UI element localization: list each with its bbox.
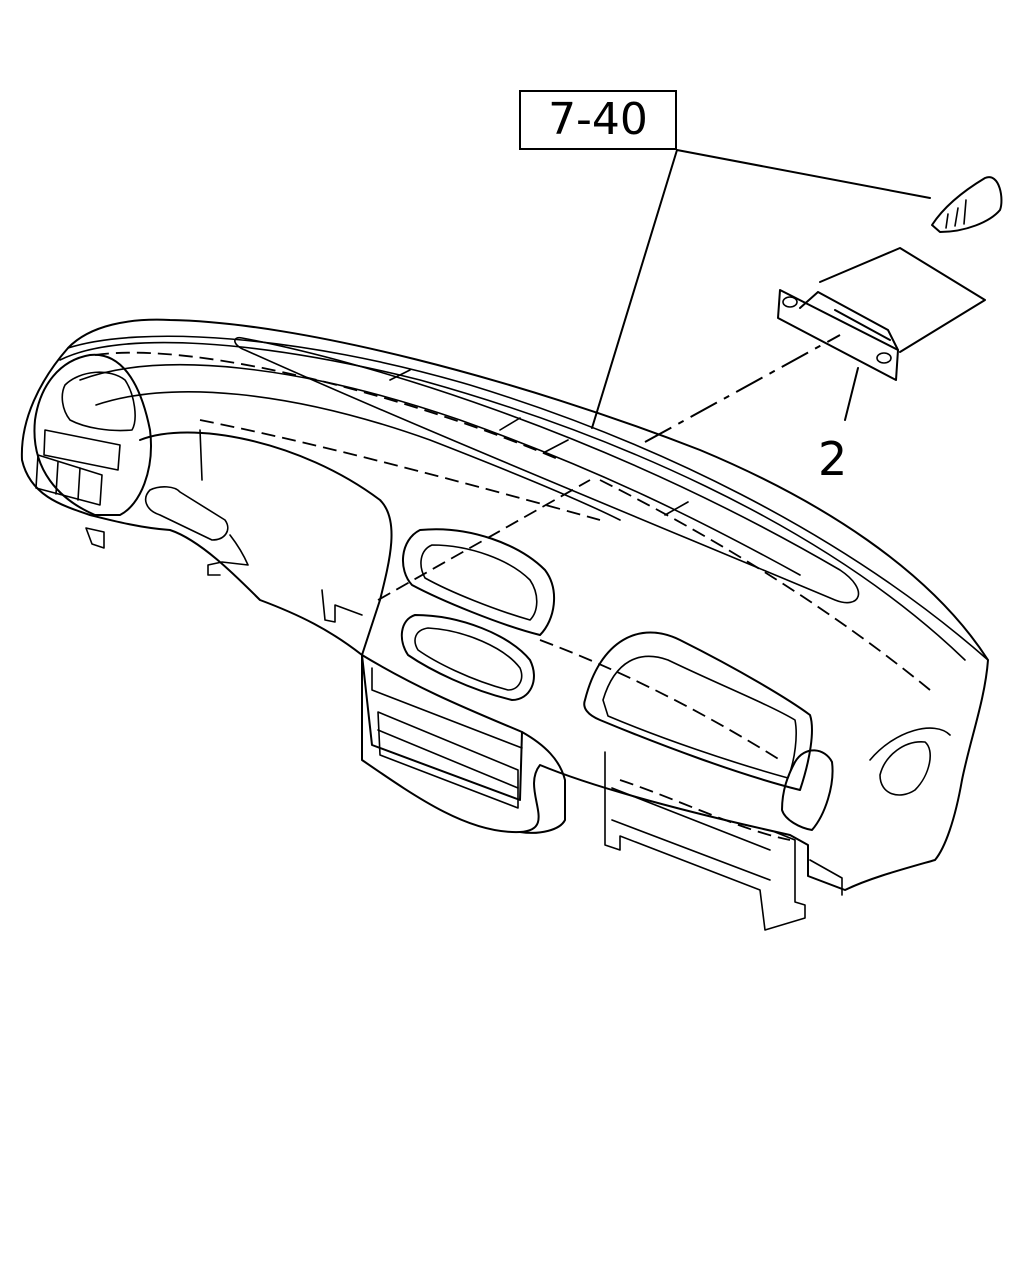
center-vent-lower: [400, 614, 535, 701]
instrument-panel: [20, 318, 989, 891]
cluster-hood: [33, 353, 152, 549]
passenger-side-panel: [583, 631, 951, 931]
center-console: [361, 654, 566, 834]
steering-column-opening: [139, 429, 393, 656]
reference-callout-box[interactable]: 7-40: [519, 90, 677, 150]
screw: [931, 176, 1003, 233]
hidden-lines: [94, 351, 931, 841]
mounting-bracket: [777, 247, 986, 381]
center-vent-upper: [401, 528, 556, 636]
leader-lines: [591, 149, 931, 443]
part-number-2-label[interactable]: 2: [818, 432, 848, 486]
